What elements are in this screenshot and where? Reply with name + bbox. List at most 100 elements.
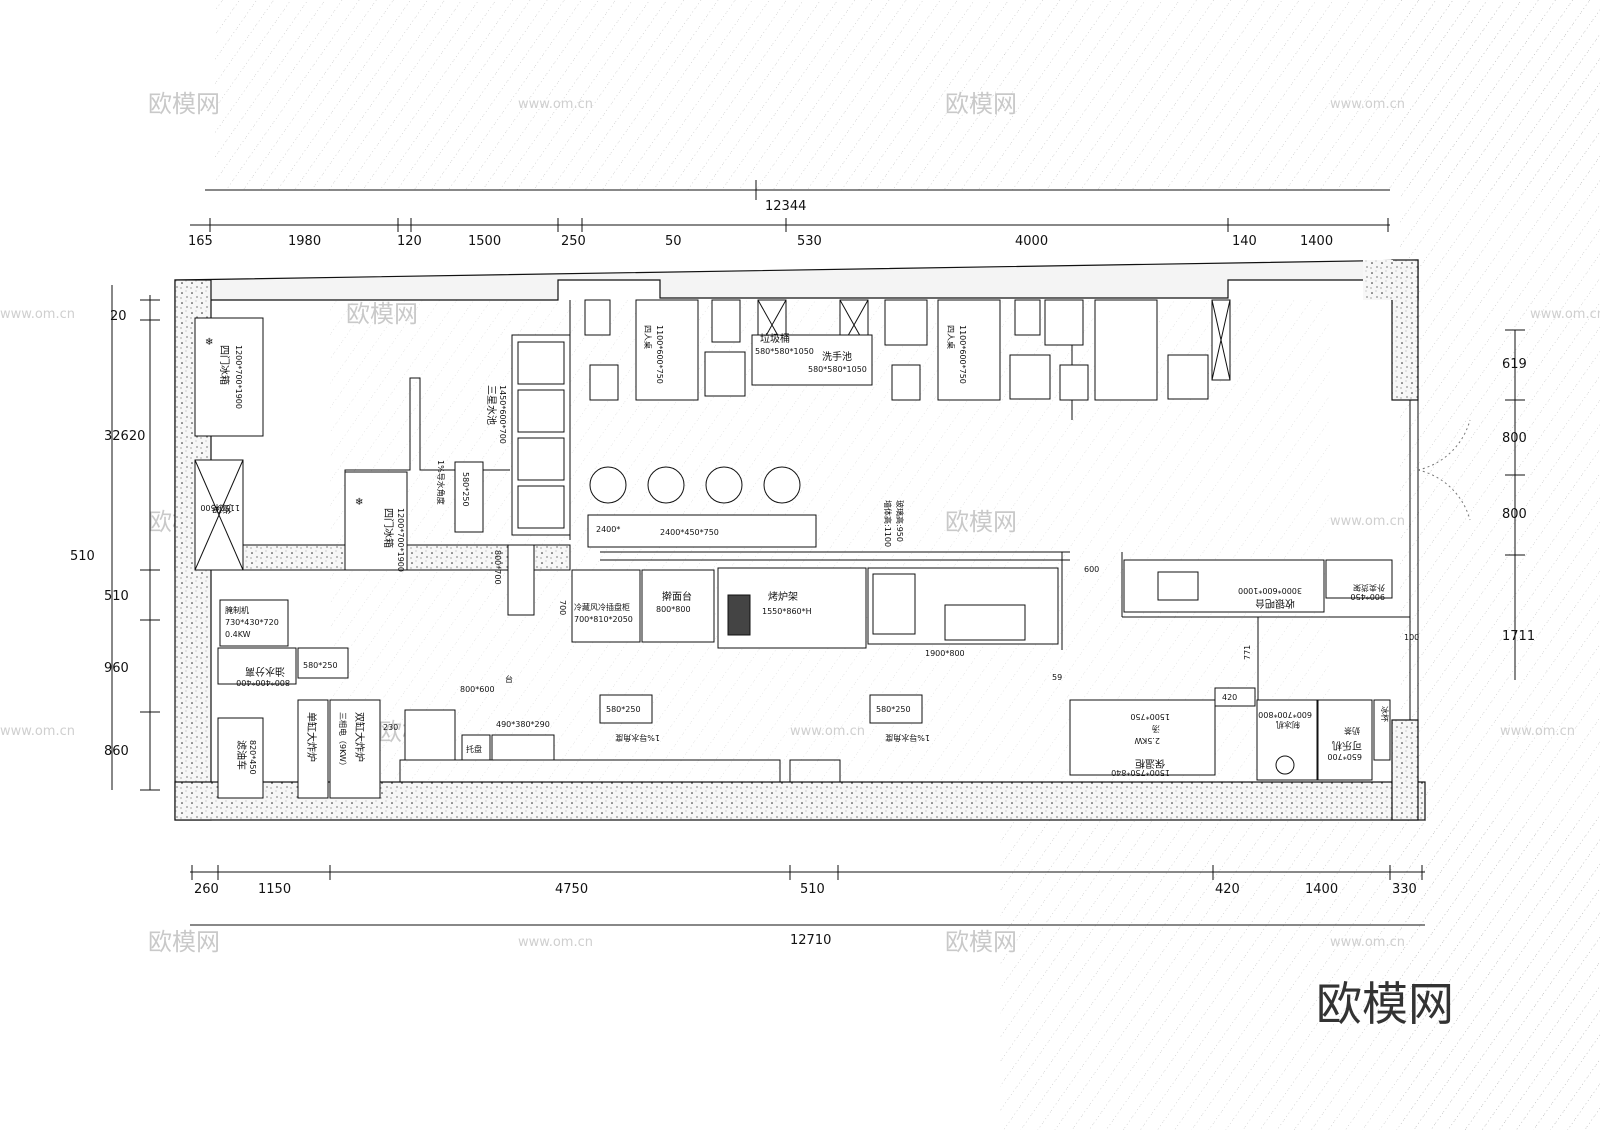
side-unit-size: 490*380*290: [496, 720, 550, 729]
cola-size: 650*700: [1327, 752, 1362, 761]
fridge-mid: [344, 471, 408, 571]
drain-size: 580*250: [303, 661, 338, 670]
oil-sep-size: 800*400*400: [236, 678, 290, 687]
warmer-power: 2.5KW: [1134, 736, 1160, 745]
brand-logo: 欧模网: [1316, 977, 1454, 1031]
equipment-right: 收银吧台 3000*600*1000 外卖货架 900*450 600 100 …: [1052, 559, 1419, 781]
table4-right: [937, 299, 1001, 401]
warmer-label: 保温柜: [1135, 757, 1165, 770]
cola-machine: [1317, 699, 1373, 781]
handwash-label: 洗手池: [822, 350, 852, 363]
drain-box-3: [869, 694, 923, 724]
dim-bottom-seg: 260: [194, 882, 219, 897]
table4-left: [635, 299, 699, 401]
dim-bottom-seg: 1400: [1305, 882, 1338, 897]
display-shelf: [1325, 559, 1393, 599]
rack-left-size: 1150*500: [200, 503, 240, 512]
fridge-mid-size: 1200*700*1900: [396, 508, 405, 572]
dim-right-seg: 800: [1502, 507, 1527, 522]
trash-size: 580*580*1050: [755, 347, 814, 356]
watermark-url: www.om.cn: [0, 724, 75, 739]
dim-right-seg: 1711: [1502, 629, 1535, 644]
cash-counter: [1123, 559, 1325, 613]
watermark-url: www.om.cn: [518, 97, 593, 112]
dim-top-seg: 1980: [288, 234, 321, 249]
misc-59: 59: [1052, 673, 1062, 682]
drain-box-1: [297, 647, 349, 679]
drain-size: 580*250: [876, 705, 911, 714]
marinator-power: 0.4KW: [225, 630, 251, 639]
dim-top-seg: 250: [561, 234, 586, 249]
dim-top-seg: 165: [188, 234, 213, 249]
trash-label: 垃圾桶: [760, 332, 790, 345]
ice-cup-label: 冰杯: [1380, 706, 1390, 722]
misc-600: 600: [1084, 565, 1099, 574]
watermark-url: www.om.cn: [790, 724, 865, 739]
watermark: 欧模网: [945, 508, 1017, 536]
oven-rack-size: 1550*860*H: [762, 607, 812, 616]
watermark-url: www.om.cn: [1330, 514, 1405, 529]
watermark-url: www.om.cn: [1330, 97, 1405, 112]
long-counter: [587, 514, 817, 548]
drain-box-2: [599, 694, 653, 724]
equipment-prep: 三星水池 1450*600*700 580*250 1%导水角度 800*700…: [297, 334, 1059, 761]
watermark: 欧模网: [945, 928, 1017, 956]
cold-cabinet: [571, 569, 641, 643]
table4-left-label: 四人桌: [643, 325, 653, 349]
oil-cart: [217, 717, 264, 799]
sink3-label: 三星水池: [485, 385, 498, 425]
walls: [174, 259, 1471, 821]
dim-left-seg: 860: [104, 744, 129, 759]
dim-left-seg: 960: [104, 661, 129, 676]
cola-label: 可乐机: [1332, 739, 1362, 752]
dim-bottom-seg: 330: [1392, 882, 1417, 897]
warmer-cabinet: [1069, 699, 1216, 776]
watermark-url: www.om.cn: [1530, 307, 1600, 322]
drain-label: 1%导水角度: [885, 733, 930, 743]
cash-counter-label: 收银吧台: [1255, 597, 1295, 610]
ice-machine-label: 制冰机: [1276, 720, 1300, 730]
ice-cup-rack: [1373, 699, 1391, 761]
display-size: 900*450: [1350, 592, 1385, 601]
snowflake-icon: ❄: [355, 497, 363, 508]
triple-elec-label: 三相电（9KW）: [338, 712, 348, 770]
worktable: [404, 709, 456, 761]
fridge-top-size: 1200*700*1900: [234, 345, 243, 409]
watermark-url: www.om.cn: [0, 307, 75, 322]
dim-top-seg: 1500: [468, 234, 501, 249]
warmer-top-size: 1500*750: [1130, 712, 1170, 721]
sink3-size: 1450*600*700: [498, 385, 507, 444]
top-dimensions: 12344 165 1980 120 1500 250 50 530 4000 …: [188, 180, 1390, 249]
cold-cabinet-label: 冷藏风冷插盘柜: [574, 602, 630, 612]
snowflake-icon: ❄: [205, 337, 213, 348]
double-fryer: [329, 699, 381, 799]
table4-left-size: 1100*600*750: [655, 325, 664, 384]
oil-separator: [217, 647, 297, 685]
glass-height-label: 玻璃高:950: [895, 500, 905, 542]
long-counter-size: 2400*450*750: [660, 528, 719, 537]
misc-771: 771: [1243, 645, 1252, 660]
side-shelf: [507, 544, 535, 616]
floor-drain: [454, 461, 484, 533]
dough-table-label: 擀面台: [662, 590, 692, 603]
cold-cabinet-size: 700*810*2050: [574, 615, 633, 624]
display-label: 外卖货架: [1353, 583, 1385, 593]
drain-size: 580*250: [606, 705, 641, 714]
drain-label: 1%导水角度: [436, 460, 446, 505]
marinator-size: 730*430*720: [225, 618, 279, 627]
shelf-size: 800*700: [493, 550, 502, 585]
dim-left-seg: 20: [110, 309, 127, 324]
left-dimensions: 20 32620 510 960 860 510: [70, 285, 160, 791]
marinator-label: 腌制机: [225, 605, 249, 615]
misc-100: 100: [1404, 633, 1419, 642]
dim-top-seg: 140: [1232, 234, 1257, 249]
side-unit: [491, 734, 555, 761]
dim-left-seg: 510: [104, 589, 129, 604]
watermark-url: www.om.cn: [518, 935, 593, 950]
counter-1900-size: 1900*800: [925, 649, 965, 658]
dim-top-seg: 530: [797, 234, 822, 249]
dim-right-seg: 800: [1502, 431, 1527, 446]
ice-size: 600*700*800: [1258, 710, 1312, 719]
watermark: 欧模网: [346, 300, 418, 328]
